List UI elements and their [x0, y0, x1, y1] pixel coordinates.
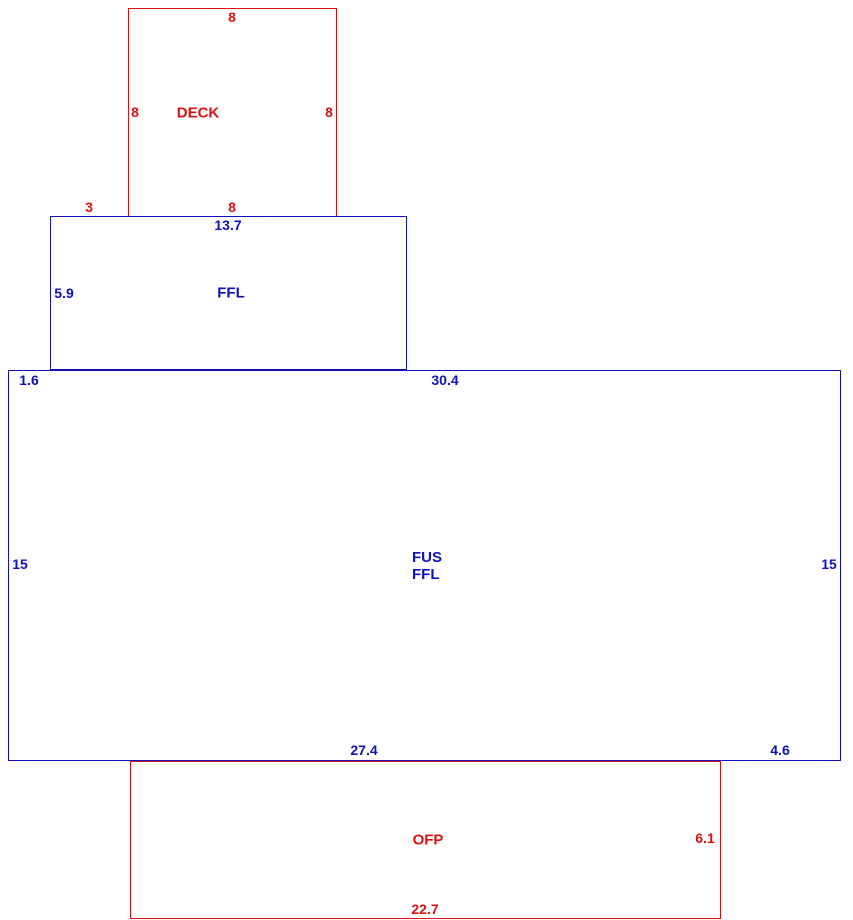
ffl-left-dimension: 5.9: [54, 285, 74, 301]
deck-left-dimension: 8: [131, 104, 139, 120]
ofp-right-dimension: 6.1: [695, 830, 715, 846]
ffl-area: [50, 216, 407, 370]
ofp-bottom-dimension: 22.7: [411, 901, 439, 917]
fus-area: [8, 370, 841, 761]
ofp-label: OFP: [412, 831, 444, 849]
fus-top-left-dimension: 1.6: [19, 372, 39, 388]
deck-offset-dimension: 3: [85, 199, 93, 215]
fus-bottom-dimension: 27.4: [350, 742, 378, 758]
deck-bottom-dimension: 8: [228, 199, 236, 215]
ffl-top-dimension: 13.7: [214, 217, 242, 233]
fus-label: FUS FFL: [412, 549, 442, 583]
ffl-label: FFL: [217, 284, 245, 302]
fus-top-dimension: 30.4: [431, 372, 459, 388]
fus-left-dimension: 15: [12, 556, 28, 572]
deck-top-dimension: 8: [228, 9, 236, 25]
fus-label-line2: FFL: [412, 566, 440, 583]
deck-right-dimension: 8: [325, 104, 333, 120]
fus-bottom-right-dimension: 4.6: [770, 742, 790, 758]
fus-label-line1: FUS: [412, 549, 442, 566]
ofp-area: [130, 761, 721, 919]
fus-right-dimension: 15: [821, 556, 837, 572]
deck-label: DECK: [176, 104, 220, 122]
deck-area: [128, 8, 337, 217]
